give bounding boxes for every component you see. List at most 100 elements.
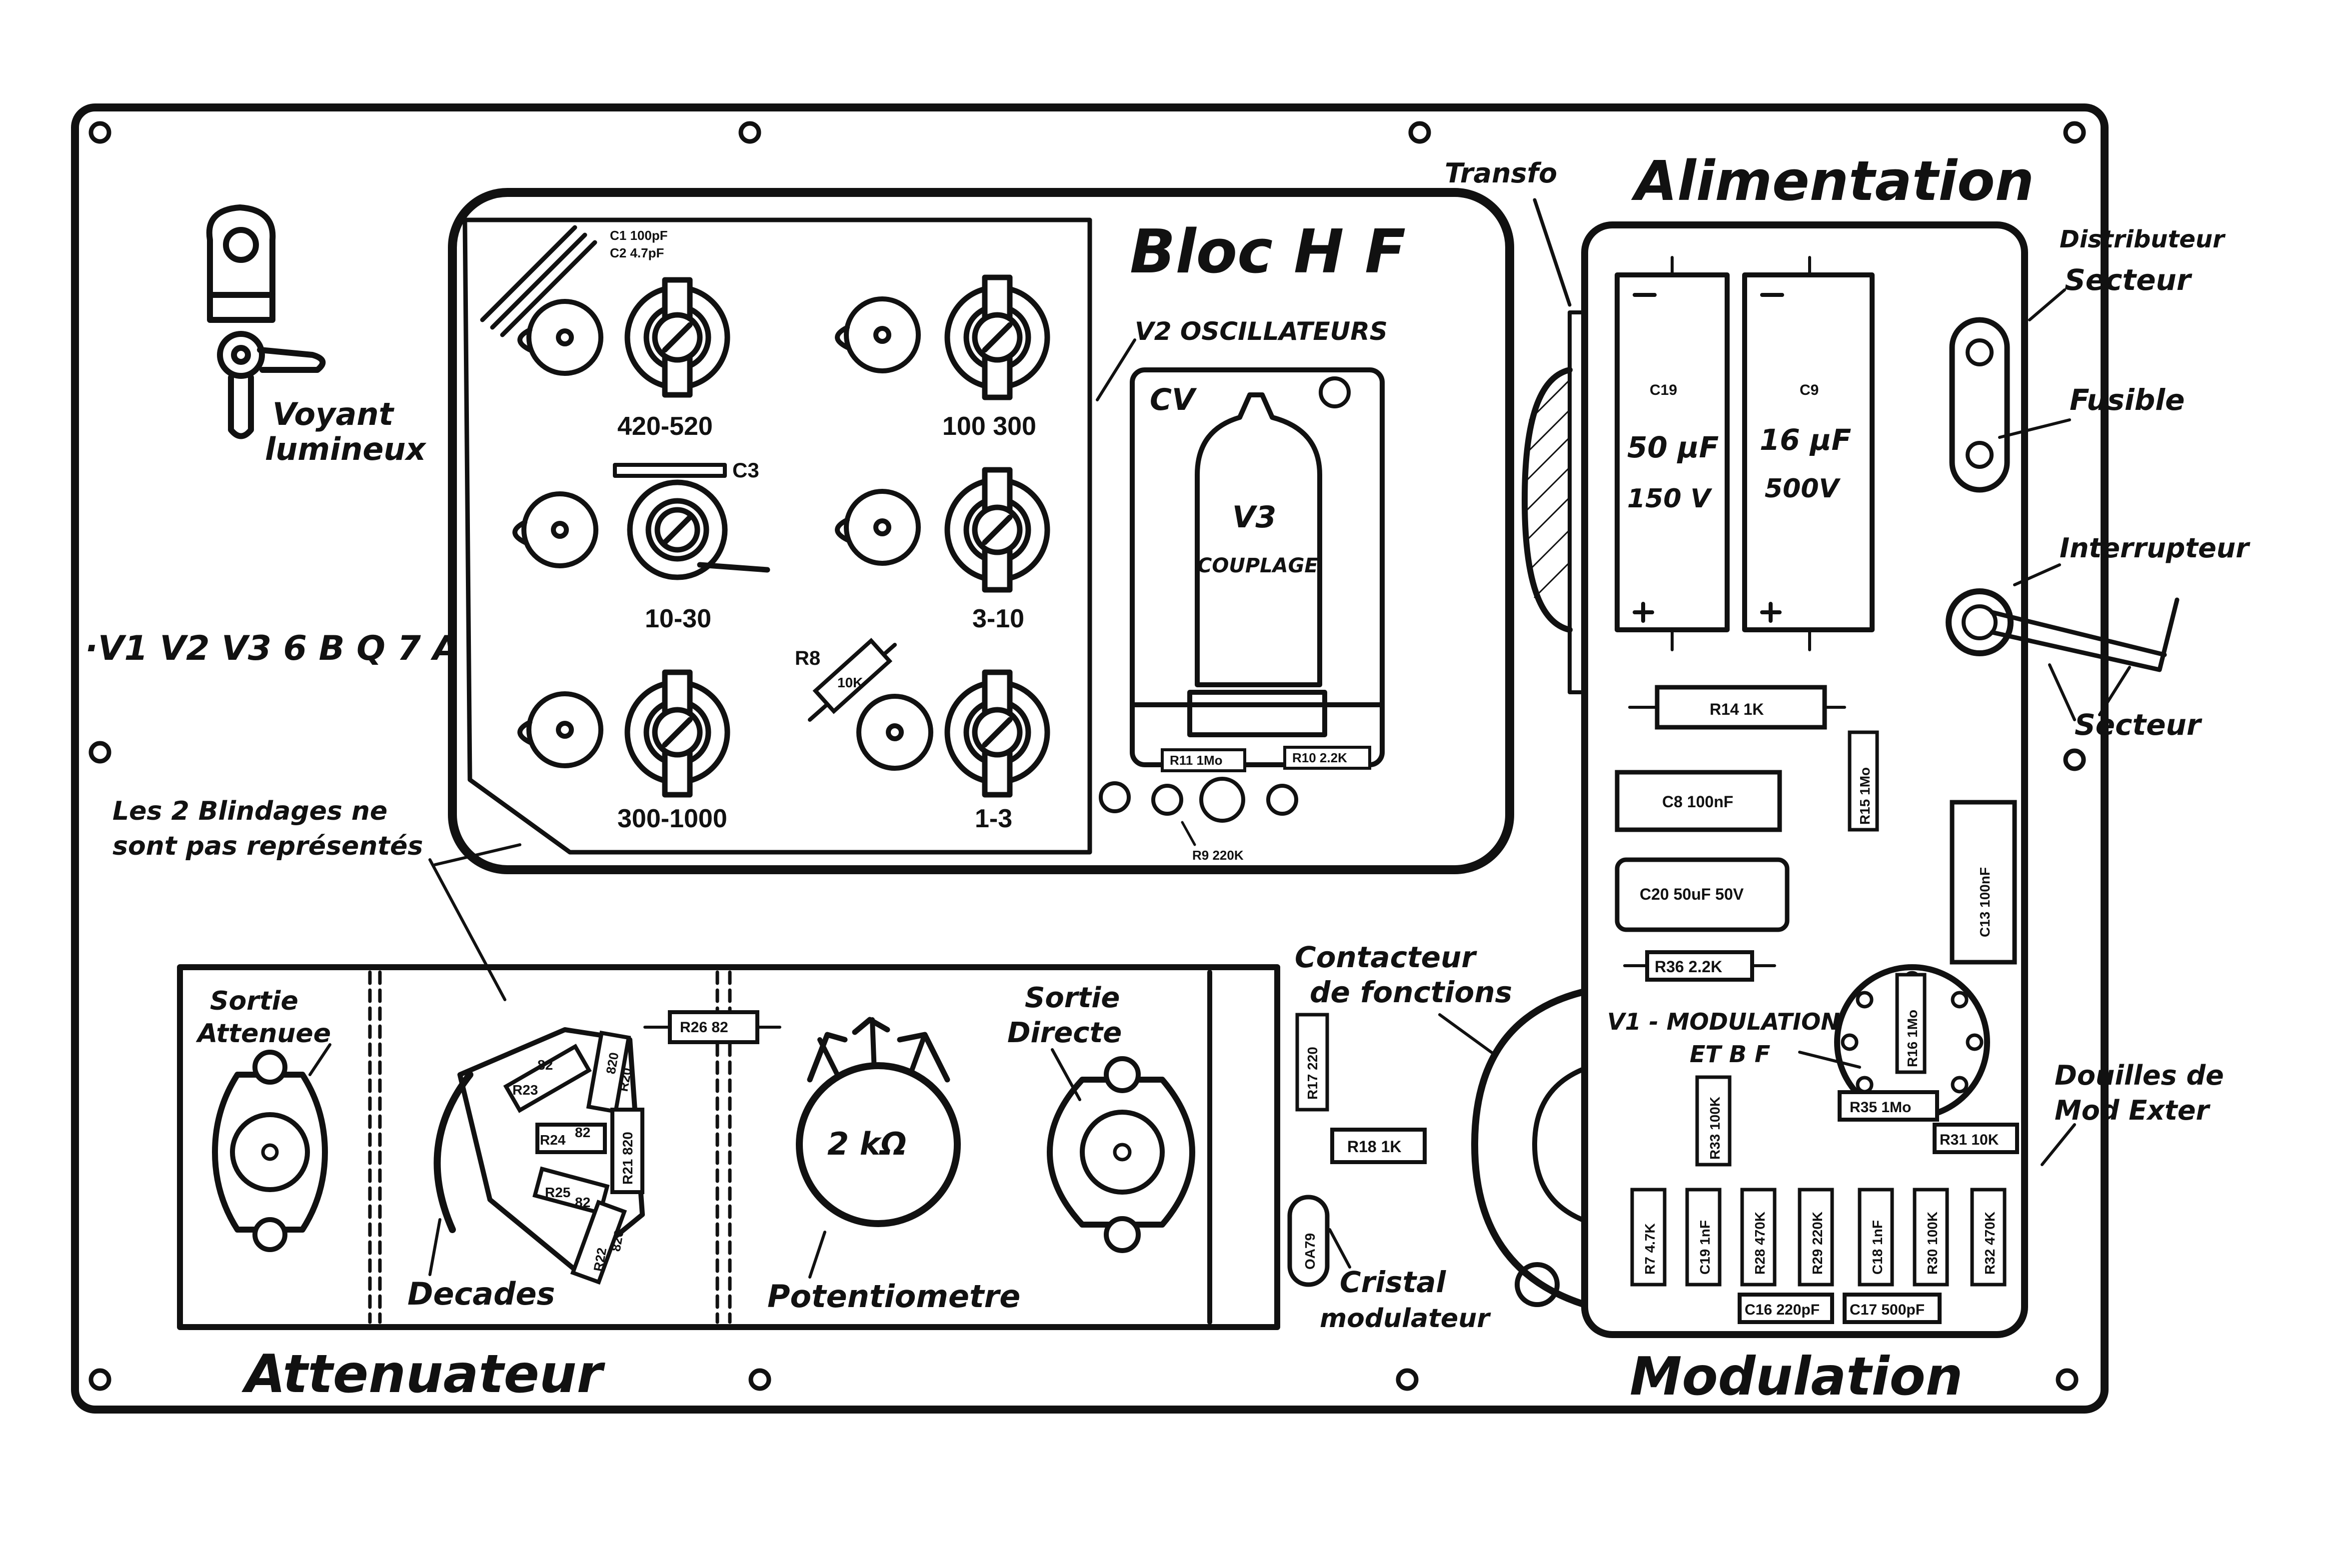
r29-label: R29 220K [1810,1212,1825,1275]
voyant-label-1: Voyant [272,396,394,432]
sortie-dir-label-2: Directe [1007,1017,1122,1049]
sortie-att-screw-top [252,1050,287,1085]
function-switch-hub [1515,1262,1560,1307]
sortie-att-screw-bottom [252,1217,287,1252]
c9-big-label: C9 [1800,382,1819,398]
r16-resistor [1895,973,1927,1074]
r17-resistor [1295,1013,1329,1112]
tube-socket [1187,690,1327,737]
c1-label: C1 100pF [610,228,668,243]
secteur-label: Secteur [2075,708,2203,742]
interrupteur-switch [1946,588,2014,656]
c13-label: C13 100nF [1977,867,1993,937]
c8-capacitor [1615,770,1782,832]
c9-big-cap: 16 μF [1760,423,1851,457]
cristal-arrow [1328,1228,1351,1269]
r32-resistor [1970,1188,2007,1287]
c19-big-cap: 50 μF [1627,430,1719,464]
contacteur-label-1: Contacteur [1295,940,1477,974]
r17-label: R17 220 [1305,1047,1320,1100]
distributeur-label-1: Distributeur [2060,225,2226,253]
pot-value-label: 2 kΩ [827,1126,907,1162]
blindages-arrow-2 [433,843,521,866]
transfo-winding [1522,367,1573,633]
c17-capacitor [1843,1293,1942,1324]
sortie-att-label-1: Sortie [210,986,298,1016]
r11-label: R11 1Mo [1170,753,1223,768]
sortie-att-ring [230,1112,310,1192]
tube-types-label: ·V1 V2 V3 6 B Q 7 A [85,629,459,668]
transfo-label: Transfo [1445,157,1557,189]
fuse-screw-top [1966,338,1994,366]
r7-resistor [1630,1188,1667,1287]
r28-resistor [1740,1188,1777,1287]
r31-label: R31 10K [1940,1132,1999,1148]
r9-arrow [1181,821,1196,846]
contacteur-arrow [1438,1013,1496,1056]
sortie-att-pin [261,1143,279,1161]
interrupteur-center [1962,604,1998,640]
modulation-row [1630,1188,2007,1287]
c18-label: C18 1nF [1870,1220,1885,1275]
r25-value: 82 [575,1195,590,1210]
band-label-100-300: 100 300 [942,412,1036,441]
voyant-label-2: lumineux [265,431,427,467]
r8-value: 10K [837,675,863,690]
sortie-att-connector [212,1072,328,1233]
c17-label: C17 500pF [1850,1302,1925,1318]
r33-resistor [1695,1075,1732,1167]
douilles-arrow [2041,1123,2076,1166]
douilles-label-2: Mod Exter [2055,1095,2211,1126]
cv-label: CV [1150,382,1197,417]
r21-label: R21 820 [620,1132,635,1185]
chassis-outline [71,103,2109,1414]
band-label-10-30: 10-30 [645,604,711,633]
r7-label: R7 4.7K [1642,1223,1658,1275]
decades-label: Decades [407,1276,555,1312]
decade-arc [433,1071,473,1233]
oscillateurs-label: V2 OSCILLATEURS [1135,317,1388,346]
c20-label: C20 50uF 50V [1640,885,1744,903]
modulation-title: Modulation [1630,1346,1963,1407]
c13-capacitor [1950,800,2017,965]
c8-label: C8 100nF [1662,793,1733,811]
r9-label: R9 220K [1192,848,1244,863]
transfo-arrow [1533,198,1572,307]
hf-block-shield [448,188,1514,874]
r10-label: R10 2.2K [1292,750,1347,765]
function-switch-outer [1471,989,1588,1308]
cv-hole [1319,376,1351,408]
pot-arrow [808,1231,826,1279]
bloc-hf-title: Bloc H F [1130,217,1406,287]
c18-capacitor [1858,1188,1894,1287]
v1-arrow [1798,1051,1861,1069]
r36-label: R36 2.2K [1655,958,1722,976]
r32-label: R32 470K [1982,1212,1998,1275]
c3-label: C3 [732,458,759,482]
c3-capacitor [613,463,727,478]
r24-value: 82 [575,1125,590,1140]
r23-label: R23 [512,1082,538,1098]
c19-small-capacitor [1685,1188,1722,1287]
c2-label: C2 4.7pF [610,245,664,260]
c9-big-volt: 500V [1765,474,1841,504]
fusible-arrow [1998,418,2071,439]
attenuateur-title: Attenuateur [241,1344,606,1405]
r15-1mo-resistor [1848,730,1879,832]
r18-label: R18 1K [1347,1138,1402,1156]
secteur-cable [1990,597,2180,672]
distributeur-label-2: Secteur [2065,263,2193,297]
c19-small-label: C19 1nF [1697,1220,1713,1275]
decades-arrow [428,1218,441,1276]
interrupteur-label: Interrupteur [2060,532,2251,564]
r11-resistor [1161,748,1246,772]
r14-label: R14 1K [1710,700,1764,718]
blindages-label-1: Les 2 Blindages ne [112,796,387,826]
trimmer-coils [624,274,1050,798]
distributeur-arrow [2028,288,2066,321]
v1-bf-label: ET B F [1690,1041,1770,1068]
v1-socket-pins [1841,971,1984,1114]
sortie-att-arrow [308,1043,331,1076]
r23-value: 82 [537,1057,553,1073]
c16-label: C16 220pF [1745,1302,1820,1318]
